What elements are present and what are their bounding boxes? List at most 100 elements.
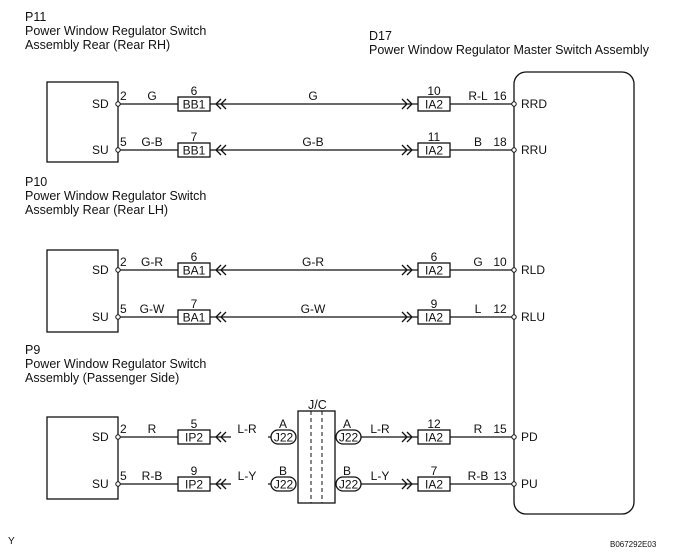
switch-pin-dot-3 <box>115 314 121 320</box>
junction-connector-4 <box>177 429 211 445</box>
jc-box <box>297 410 336 504</box>
jc-in-pin-4: A <box>279 417 287 431</box>
ia2-connector-4 <box>417 429 451 445</box>
ia2-pin-number-3: 9 <box>431 297 438 311</box>
jc-out-pin-4: A <box>343 417 351 431</box>
mating-arrow-left-3 <box>215 311 227 323</box>
master-pin-number-4: 15 <box>493 422 507 436</box>
mating-arrow-left-2 <box>215 264 227 276</box>
master-pin-dot-0 <box>511 101 517 107</box>
master-pin-label-1: RRU <box>521 143 547 157</box>
mating-arrow-left-0 <box>215 98 227 110</box>
ia2-pin-number-5: 7 <box>431 464 438 478</box>
wire-color-right-0: R-L <box>468 89 488 103</box>
master-pin-number-1: 18 <box>493 135 507 149</box>
master-pin-dot-5 <box>511 481 517 487</box>
p10-id: P10 <box>25 175 48 189</box>
junction-connector-label-1: BB1 <box>183 144 206 158</box>
ia2-connector-label-4: IA2 <box>425 431 443 445</box>
junction-connector-5 <box>177 476 211 492</box>
jc-in-connector-label-5: J22 <box>274 478 294 492</box>
p11-id: P11 <box>25 10 47 24</box>
master-pin-label-4: PD <box>521 430 538 444</box>
junction-connector-pin-number-5: 9 <box>191 464 198 478</box>
ia2-connector-1 <box>417 142 451 158</box>
junction-connector-2 <box>177 262 211 278</box>
master-pin-number-5: 13 <box>493 469 507 483</box>
wire-color-left-2: G-R <box>141 255 163 269</box>
mating-arrow-right-2 <box>401 264 413 276</box>
wire-color-left-1: G-B <box>141 135 162 149</box>
master-pin-number-2: 10 <box>493 255 507 269</box>
jc-in-connector-5 <box>270 476 297 492</box>
wire-color-right-5: R-B <box>468 469 489 483</box>
ia2-connector-2 <box>417 262 451 278</box>
ia2-connector-label-1: IA2 <box>425 144 443 158</box>
mating-arrow-right-5 <box>401 478 413 490</box>
wire-color-right-1: B <box>474 135 482 149</box>
ia2-connector-label-5: IA2 <box>425 478 443 492</box>
switch-pin-number-0: 2 <box>120 89 127 103</box>
ia2-connector-label-3: IA2 <box>425 311 443 325</box>
master-pin-label-5: PU <box>521 477 538 491</box>
junction-connector-label-2: BA1 <box>183 264 206 278</box>
switch-pin-label-3: SU <box>92 310 109 324</box>
jc-in-connector-4 <box>270 429 297 445</box>
switch-pin-dot-2 <box>115 267 121 273</box>
p10-switch-box <box>46 249 119 333</box>
wire-color-to-jc-4: L-R <box>237 422 257 436</box>
switch-pin-dot-5 <box>115 481 121 487</box>
ia2-pin-number-1: 11 <box>428 130 441 144</box>
ia2-pin-number-4: 12 <box>427 417 441 431</box>
ia2-pin-number-2: 6 <box>431 250 438 264</box>
junction-connector-3 <box>177 309 211 325</box>
p9-switch-box <box>46 416 119 500</box>
master-pin-label-2: RLD <box>521 263 545 277</box>
switch-pin-number-3: 5 <box>120 302 127 316</box>
ia2-pin-number-0: 10 <box>427 84 441 98</box>
wire-color-left-0: G <box>147 89 156 103</box>
wire-color-left-5: R-B <box>142 469 163 483</box>
d17-master-switch-box <box>513 71 635 515</box>
jc-out-connector-4 <box>335 429 362 445</box>
junction-connector-label-0: BB1 <box>183 98 206 112</box>
p9-name: Power Window Regulator Switch <box>25 357 207 371</box>
wire-color-from-jc-5: L-Y <box>371 469 390 483</box>
p11-name: Power Window Regulator Switch <box>25 24 207 38</box>
wire-color-mid-2: G-R <box>302 255 324 269</box>
master-pin-dot-3 <box>511 314 517 320</box>
d17-id: D17 <box>369 29 392 43</box>
wire-color-left-4: R <box>148 422 157 436</box>
mating-arrow-right-3 <box>401 311 413 323</box>
wire-color-right-4: R <box>474 422 483 436</box>
mating-arrow-right-0 <box>401 98 413 110</box>
ia2-connector-0 <box>417 96 451 112</box>
junction-connector-pin-number-1: 7 <box>191 130 198 144</box>
ia2-connector-5 <box>417 476 451 492</box>
switch-pin-dot-4 <box>115 434 121 440</box>
master-pin-label-3: RLU <box>521 310 545 324</box>
p11-switch-box <box>46 81 119 163</box>
wire-color-to-jc-5: L-Y <box>238 469 257 483</box>
junction-connector-1 <box>177 142 211 158</box>
d17-name: Power Window Regulator Master Switch Ass… <box>369 43 649 57</box>
jc-out-connector-label-5: J22 <box>339 478 359 492</box>
figure-code: B067292E03 <box>610 540 657 549</box>
wire-color-right-2: G <box>473 255 482 269</box>
wire-color-from-jc-4: L-R <box>370 422 390 436</box>
p9-id: P9 <box>25 343 41 357</box>
wire-color-right-3: L <box>475 302 482 316</box>
master-pin-number-3: 12 <box>493 302 507 316</box>
wire-color-mid-1: G-B <box>302 135 323 149</box>
junction-connector-label-3: BA1 <box>183 311 206 325</box>
wire-color-mid-0: G <box>308 89 317 103</box>
junction-connector-label-4: IP2 <box>185 431 203 445</box>
wire-color-mid-3: G-W <box>301 302 326 316</box>
switch-pin-number-1: 5 <box>120 135 127 149</box>
junction-connector-pin-number-4: 5 <box>191 417 198 431</box>
switch-pin-number-5: 5 <box>120 469 127 483</box>
p10-name-2: Assembly Rear (Rear LH) <box>25 203 169 217</box>
mating-arrow-left-4 <box>215 431 227 443</box>
p9-name-2: Assembly (Passenger Side) <box>25 371 180 385</box>
